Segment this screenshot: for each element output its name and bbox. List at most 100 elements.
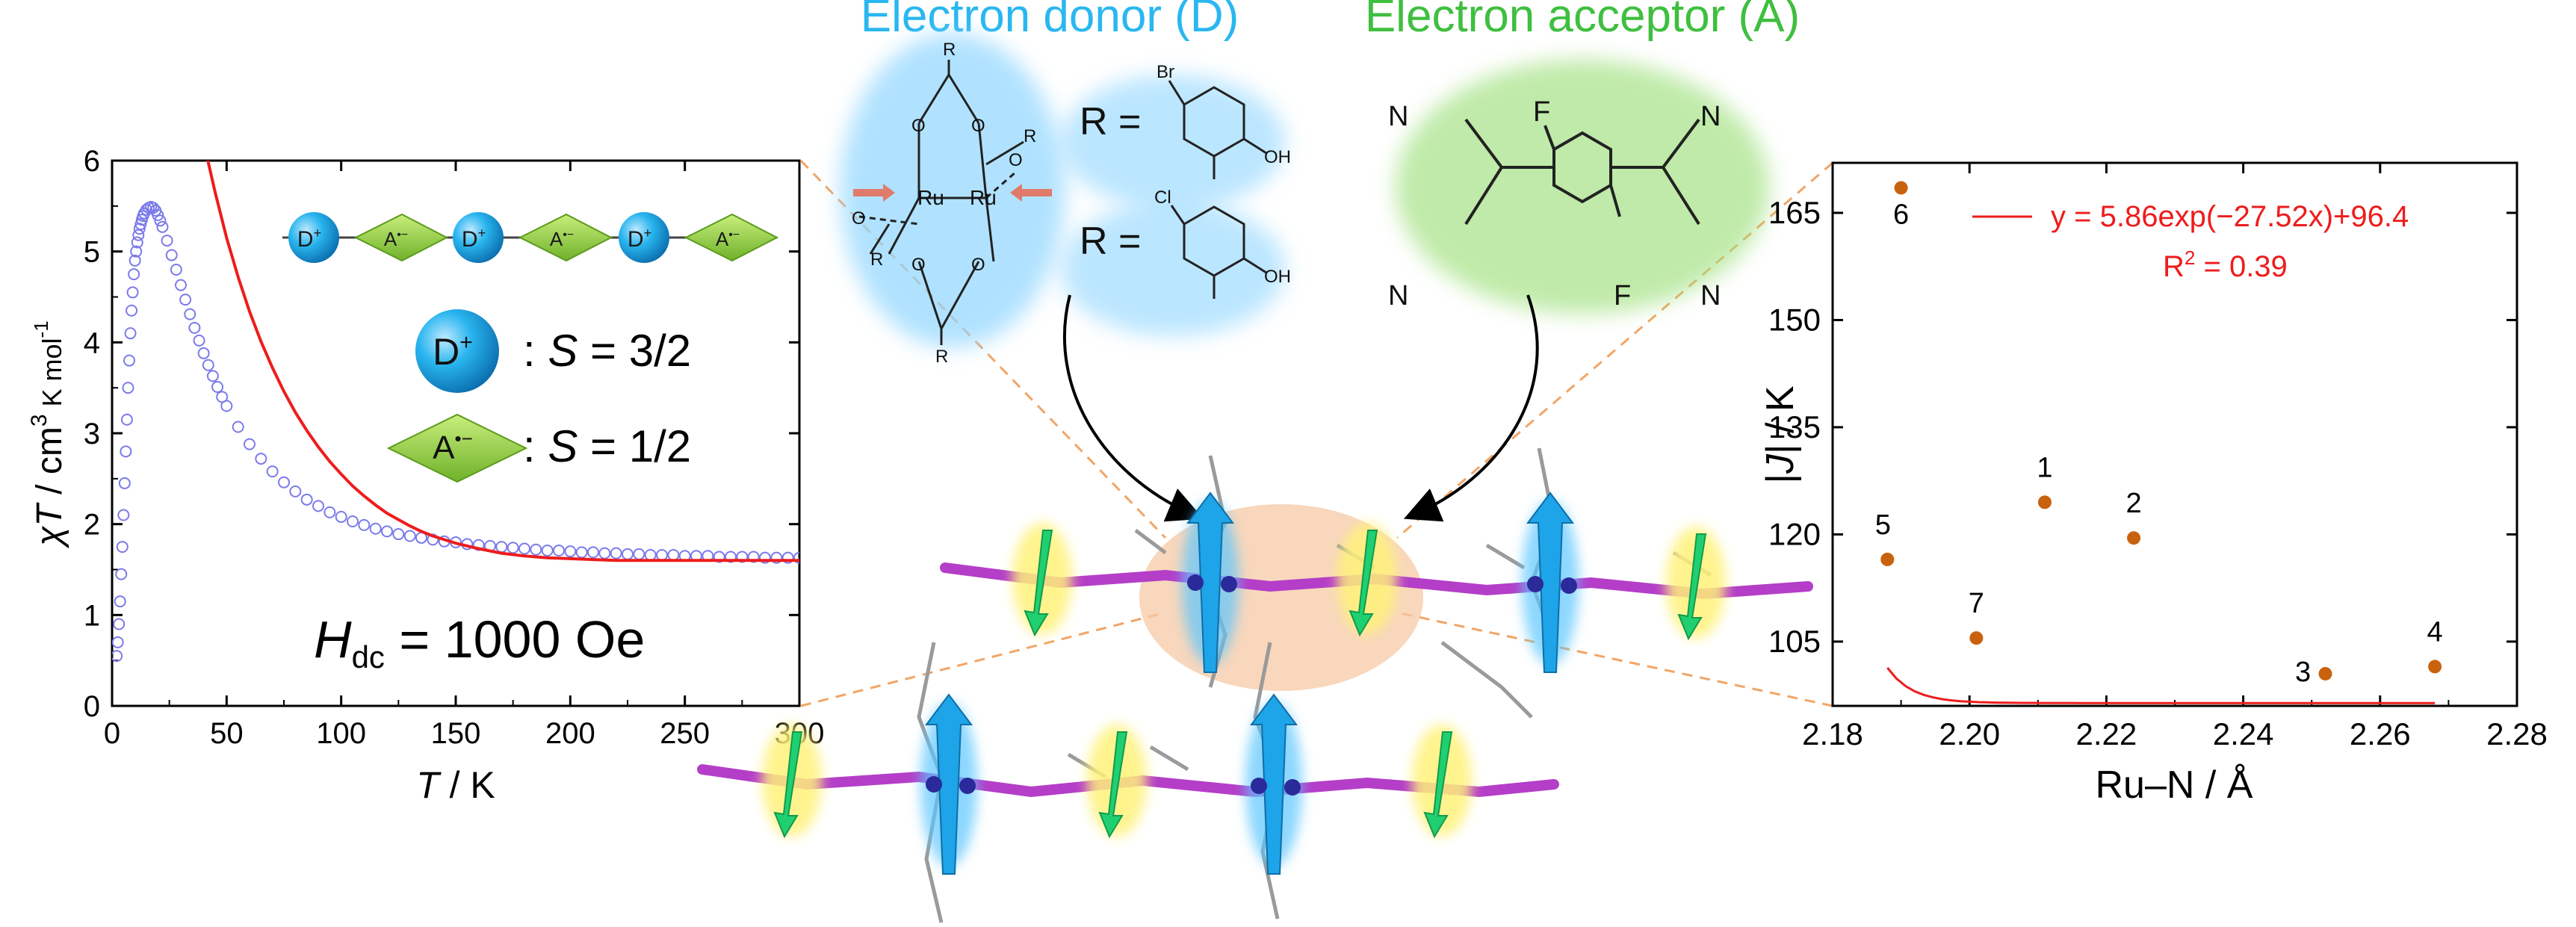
chi-t-y-tick-label: 5 [84, 236, 100, 269]
svg-text:D+: D+ [462, 226, 486, 252]
svg-text:OH: OH [1264, 267, 1291, 287]
chi-t-point [530, 543, 542, 556]
svg-text:R =: R = [1080, 100, 1141, 143]
chi-t-point [781, 551, 794, 564]
chi-t-point [115, 568, 128, 580]
fit-equation: y = 5.86exp(−27.52x)+96.4 [2051, 200, 2409, 233]
chi-t-point [152, 209, 164, 221]
j-y-axis-label: |J| / K [1759, 385, 1802, 483]
svg-text:Ru: Ru [970, 186, 997, 209]
chi-t-point [427, 533, 439, 546]
chi-t-point [289, 485, 302, 497]
chi-t-point [403, 530, 416, 542]
chi-t-point [518, 542, 530, 555]
chi-t-point [541, 544, 554, 556]
svg-text:O: O [852, 208, 866, 229]
chain-donor-1: D+ [288, 212, 339, 263]
chi-t-point [644, 549, 657, 562]
svg-text:R: R [870, 249, 883, 270]
chi-t-fit-line [206, 161, 799, 562]
fit-legend: y = 5.86exp(−27.52x)+96.4 R2 = 0.39 [1972, 200, 2409, 283]
chi-t-point [112, 636, 124, 648]
svg-text:Br: Br [1157, 62, 1174, 82]
chi-t-point [793, 551, 799, 564]
chi-t-point [123, 354, 135, 367]
chi-t-point [725, 551, 737, 563]
j-point-4 [2428, 660, 2442, 674]
chi-t-point [112, 650, 123, 663]
chi-t-point [184, 308, 196, 320]
chi-t-x-tick-label: 50 [210, 717, 244, 750]
chi-t-point [347, 515, 359, 528]
chi-t-point [130, 245, 143, 258]
chi-t-point [575, 546, 588, 559]
svg-text:OH: OH [1264, 147, 1291, 167]
svg-text:O: O [971, 255, 985, 275]
chi-t-y-tick-label: 6 [84, 145, 100, 178]
svg-text:: S = 3/2: : S = 3/2 [523, 326, 691, 376]
chi-t-point [553, 544, 565, 556]
j-x-tick-label: 2.22 [2076, 716, 2137, 751]
chi-t-point [622, 548, 634, 560]
chi-t-point [211, 380, 224, 393]
chi-t-x-tick-label: 200 [545, 717, 595, 750]
j-point-3 [2318, 666, 2332, 680]
acceptor-to-crystal-arrow [1403, 294, 1539, 522]
svg-text:D+: D+ [628, 226, 651, 252]
j-y-tick-label: 150 [1768, 302, 1821, 337]
chi-t-point [126, 304, 138, 317]
chi-t-point [266, 465, 279, 478]
chi-t-point [656, 549, 668, 562]
chi-t-point [300, 493, 313, 506]
chi-t-point [133, 223, 146, 235]
chi-t-y-tick-label: 0 [84, 690, 100, 723]
svg-text:D+: D+ [433, 330, 473, 373]
chi-t-y-tick-label: 2 [84, 509, 100, 542]
chi-t-point [220, 400, 233, 412]
chi-t-x-axis-label: T / K [416, 764, 495, 806]
j-x-tick-label: 2.20 [1939, 716, 2000, 751]
chi-t-point [156, 220, 169, 233]
svg-text:R: R [935, 347, 948, 367]
chi-t-point [188, 321, 201, 334]
chi-t-point [255, 453, 267, 465]
field-annotation: Hdc = 1000 Oe [314, 610, 645, 675]
donor-title: Electron donor (D) [861, 0, 1239, 42]
svg-text:N: N [1700, 280, 1721, 311]
svg-text:R: R [1024, 126, 1036, 146]
donor-structure: Ru Ru R R R R O O O O O O R = Br OH R = [840, 34, 1291, 367]
svg-text:A•−: A•− [384, 228, 408, 250]
chi-t-data [112, 161, 799, 663]
j-y-tick-label: 135 [1768, 409, 1821, 444]
chi-t-point [216, 391, 229, 403]
svg-text:N: N [1700, 101, 1721, 132]
j-point-2 [2127, 531, 2141, 545]
chi-t-y-tick-label: 4 [84, 326, 100, 359]
j-point-label: 2 [2125, 488, 2141, 519]
svg-text:N: N [1388, 101, 1408, 132]
svg-text:F: F [1533, 96, 1550, 128]
svg-text:: S = 1/2: : S = 1/2 [523, 421, 691, 471]
j-x-tick-label: 2.26 [2350, 716, 2411, 751]
chi-t-point [633, 548, 645, 560]
chi-t-point [165, 249, 178, 261]
j-point-1 [2037, 495, 2052, 509]
j-fit-curve [1886, 667, 2436, 704]
chi-t-point [124, 327, 137, 340]
svg-text:A•−: A•− [550, 228, 574, 250]
chi-t-point [117, 509, 130, 521]
chi-t-point [472, 539, 485, 551]
j-x-axis-label: Ru–N / Å [2096, 763, 2253, 807]
svg-text:Cl: Cl [1154, 187, 1171, 208]
chi-t-tick-labels: 0501001502002503000123456 [84, 145, 825, 750]
j-y-tick-label: 105 [1768, 624, 1821, 659]
chi-t-x-tick-label: 150 [431, 717, 481, 750]
chi-t-point [312, 500, 324, 512]
fit-r2: R2 = 0.39 [2163, 247, 2288, 283]
chi-t-point [128, 268, 140, 281]
svg-text:D+: D+ [297, 226, 321, 252]
chi-t-point [114, 595, 126, 608]
